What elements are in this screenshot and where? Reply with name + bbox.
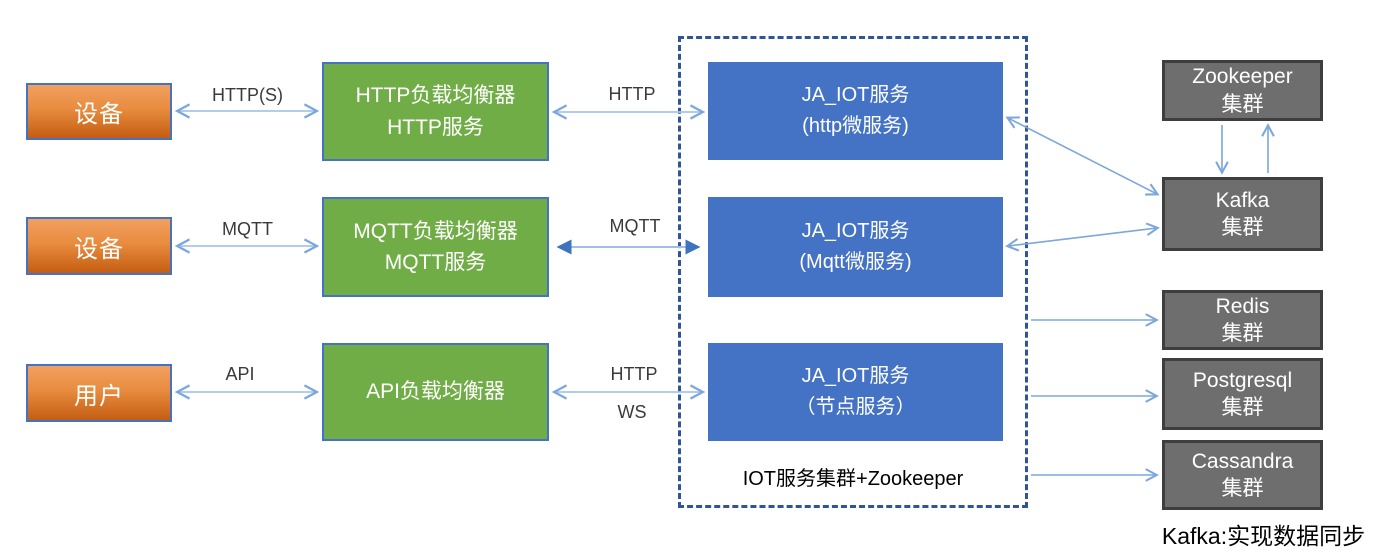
- node-ja-iot-mqtt-service-line2: (Mqtt微服务): [799, 251, 912, 273]
- node-user: 用户: [26, 364, 172, 422]
- node-device-2: 设备: [26, 217, 172, 275]
- node-mqtt-load-balancer-line1: MQTT负载均衡器: [353, 219, 518, 243]
- node-http-load-balancer: HTTP负载均衡器 HTTP服务: [322, 62, 549, 161]
- edge-label-api: API: [225, 364, 255, 384]
- node-user-label: 用户: [74, 382, 124, 410]
- node-mqtt-load-balancer: MQTT负载均衡器 MQTT服务: [322, 197, 549, 297]
- node-cassandra-line2: 集群: [1221, 477, 1264, 500]
- node-cassandra-cluster: Cassandra 集群: [1162, 440, 1323, 510]
- node-zookeeper-cluster: Zookeeper 集群: [1162, 60, 1323, 121]
- node-postgresql-cluster: Postgresql 集群: [1162, 358, 1323, 430]
- edge-label-http-2: HTTP: [610, 364, 658, 384]
- node-postgresql-line2: 集群: [1221, 396, 1264, 419]
- node-api-load-balancer-line1: API负载均衡器: [366, 380, 505, 404]
- edge-label-http-1: HTTP: [608, 84, 656, 104]
- node-http-load-balancer-line1: HTTP负载均衡器: [355, 84, 516, 107]
- edge-label-mqtt-2: MQTT: [609, 216, 661, 236]
- cluster-box-caption: IOT服务集群+Zookeeper: [742, 468, 964, 490]
- node-device-1-label: 设备: [74, 101, 124, 128]
- node-ja-iot-http-service-line1: JA_IOT服务: [801, 84, 910, 106]
- node-ja-iot-node-service: JA_IOT服务 （节点服务）: [708, 343, 1003, 441]
- node-cassandra-line1: Cassandra: [1191, 449, 1294, 473]
- node-kafka-cluster: Kafka 集群: [1162, 177, 1323, 251]
- node-device-1: 设备: [26, 83, 172, 140]
- node-redis-line1: Redis: [1215, 294, 1270, 318]
- node-postgresql-line1: Postgresql: [1192, 368, 1293, 392]
- node-mqtt-load-balancer-line2: MQTT服务: [384, 251, 487, 274]
- node-kafka-line1: Kafka: [1215, 188, 1270, 212]
- node-ja-iot-node-service-line2: （节点服务）: [795, 396, 916, 418]
- iot-service-cluster-box: [678, 36, 1028, 508]
- arrow-ja-iot-mqtt-kafka: [1005, 222, 1160, 252]
- node-redis-line2: 集群: [1221, 322, 1264, 345]
- node-kafka-line2: 集群: [1221, 216, 1264, 239]
- edge-label-https: HTTP(S): [212, 85, 283, 105]
- node-ja-iot-http-service-line2: (http微服务): [802, 115, 909, 137]
- node-ja-iot-http-service: JA_IOT服务 (http微服务): [708, 62, 1003, 160]
- edge-label-ws: WS: [617, 402, 647, 422]
- kafka-sync-note: Kafka:实现数据同步: [1161, 523, 1366, 549]
- arrow-ja-iot-http-kafka: [1005, 116, 1160, 196]
- node-api-load-balancer: API负载均衡器: [322, 343, 549, 441]
- node-http-load-balancer-line2: HTTP服务: [387, 115, 484, 139]
- node-redis-cluster: Redis 集群: [1162, 290, 1323, 350]
- node-zookeeper-line2: 集群: [1221, 92, 1264, 116]
- node-ja-iot-mqtt-service: JA_IOT服务 (Mqtt微服务): [708, 197, 1003, 297]
- node-zookeeper-line1: Zookeeper: [1192, 65, 1293, 89]
- node-device-2-label: 设备: [74, 235, 124, 263]
- node-ja-iot-mqtt-service-line1: JA_IOT服务: [801, 220, 910, 242]
- edge-label-mqtt-1: MQTT: [222, 219, 273, 239]
- node-ja-iot-node-service-line1: JA_IOT服务: [801, 365, 910, 387]
